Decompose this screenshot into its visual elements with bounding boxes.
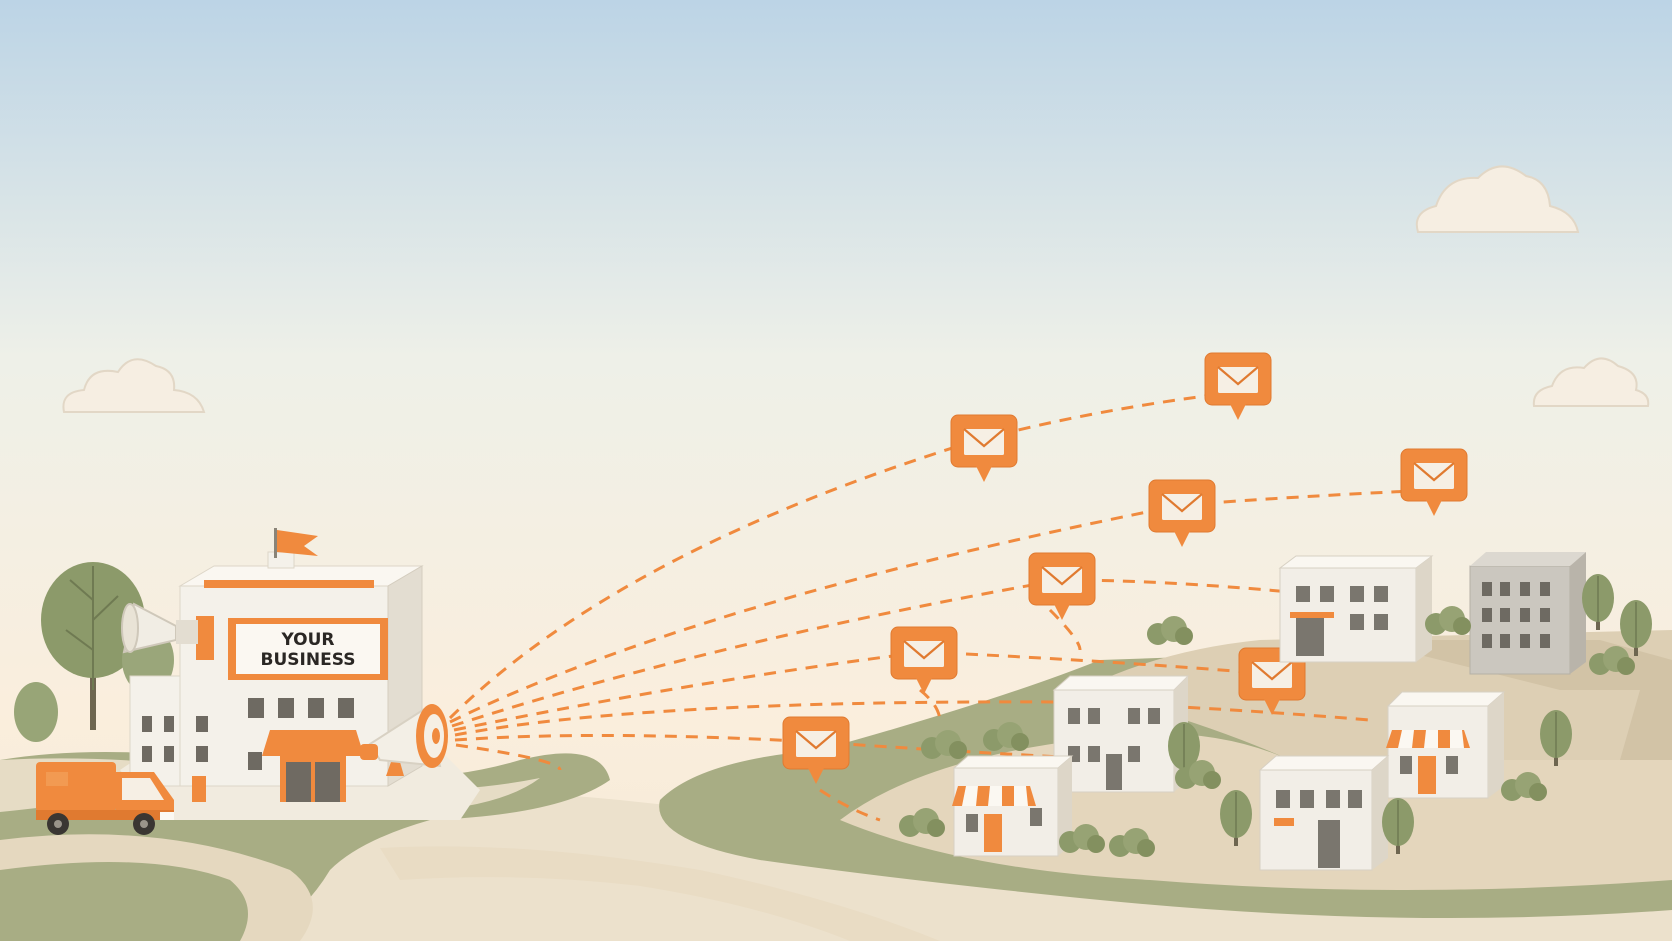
tree-icon [14,682,58,742]
shop-awning-icon [262,730,364,802]
town-shop-right [1386,691,1506,799]
business-sign-line2: BUSINESS [261,650,356,670]
business-building: YOUR BUSINESS [120,551,480,820]
delivery-van-icon [36,762,174,835]
winding-path [0,834,313,941]
business-sign-line1: YOUR [280,630,334,650]
cloud-icon [1415,165,1580,233]
megaphone-icon [360,704,448,776]
shop-awning-icon [1386,730,1470,748]
megaphone-icon [121,602,198,654]
town-building-grey [1469,552,1586,675]
town-building-front [1258,755,1390,871]
shop-awning-icon [952,786,1036,806]
tree-icon [41,562,145,730]
town-shop-left [952,755,1074,857]
winding-path-2 [380,846,940,941]
town-building-upper-left [1278,555,1434,663]
flag-icon [274,528,318,558]
cloud-icon [62,358,206,413]
cloud-icon [1532,357,1650,407]
town-building-middle [1052,675,1190,793]
